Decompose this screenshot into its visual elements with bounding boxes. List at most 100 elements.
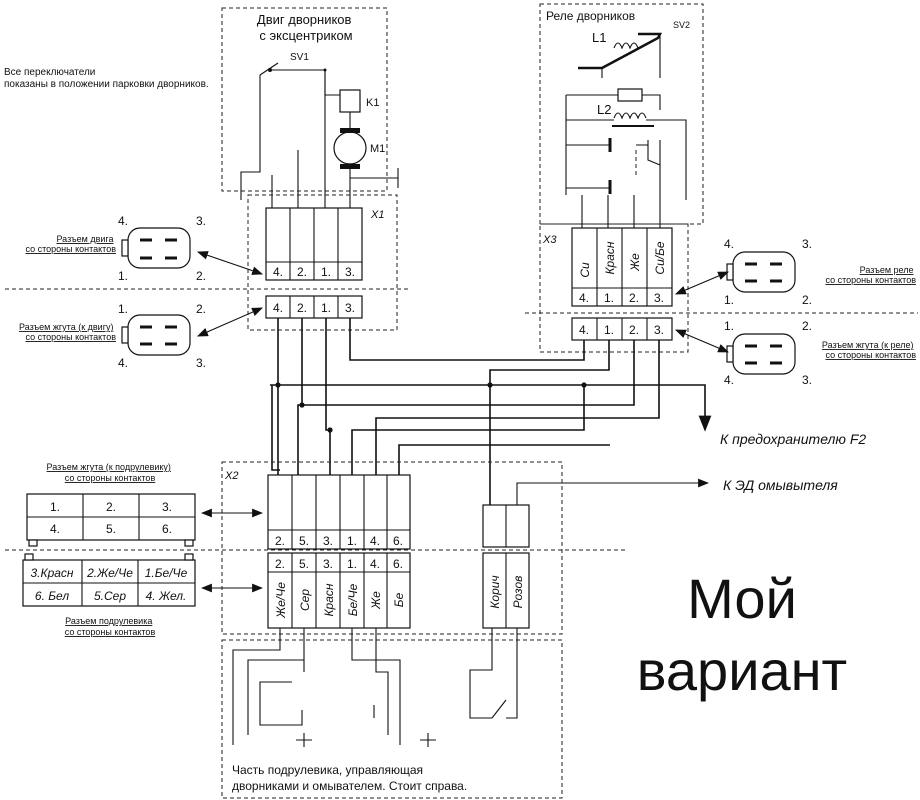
x3-wire-color: Красн <box>603 241 617 274</box>
svg-text:2.: 2. <box>196 269 206 283</box>
x2-bottom-pin: 6. <box>393 557 403 571</box>
connector-harness-column-caption: Разъем жгута (к подрулевику) со стороны … <box>47 462 174 483</box>
x2-top-pin: 1. <box>347 534 357 548</box>
x3-top-pin: 1. <box>604 291 614 305</box>
washer-wire-color: Корич <box>488 575 502 608</box>
connector-relay: 4. 3. 1. 2. Разъем реле со стороны конта… <box>724 237 916 307</box>
sv1-label: SV1 <box>290 52 309 63</box>
connector-column-switch: 3.Красн 2.Же/Че 1.Бе/Че 6. Бел 5.Сер 4. … <box>22 553 196 607</box>
connector-harness-relay-caption: Разъем жгута (к реле) со стороны контакт… <box>822 340 916 360</box>
x2-bottom-pin: 3. <box>323 557 333 571</box>
svg-text:5.: 5. <box>106 522 116 536</box>
x1-label: X1 <box>370 209 384 221</box>
x2-border <box>221 461 563 635</box>
svg-text:2.: 2. <box>196 302 206 316</box>
x3-bottom-pin: 3. <box>654 323 664 337</box>
svg-text:3.: 3. <box>196 214 206 228</box>
to-washer-label: К ЭД омывытеля <box>723 477 838 493</box>
x1-top-pin: 1. <box>321 265 331 279</box>
m1-label: M1 <box>370 143 385 155</box>
svg-text:3.: 3. <box>802 373 812 387</box>
x3-top-pin: 3. <box>654 291 664 305</box>
motor-block-border <box>221 7 388 192</box>
svg-text:1.: 1. <box>724 293 734 307</box>
x1-bottom-pin: 3. <box>345 301 355 315</box>
svg-text:6. Бел: 6. Бел <box>35 589 69 603</box>
svg-text:4.: 4. <box>118 356 128 370</box>
x2-wire-color: Же <box>369 591 383 610</box>
svg-text:4.: 4. <box>50 522 60 536</box>
svg-text:2.Же/Че: 2.Же/Че <box>86 566 133 580</box>
x3-bottom-connector: 4. 1. 2. 3. <box>571 317 673 341</box>
relay-block-title: Реле дворников <box>546 9 635 23</box>
x1-top-pin: 4. <box>273 265 283 279</box>
svg-text:1.: 1. <box>118 269 128 283</box>
x3-bottom-pin: 1. <box>604 323 614 337</box>
x1-top-pin: 3. <box>345 265 355 279</box>
x1-top-connector: 4. 2. 1. 3. <box>265 207 363 281</box>
x3-wire-color: Си <box>578 262 592 278</box>
svg-text:1.Бе/Че: 1.Бе/Че <box>145 566 188 580</box>
x3-top-pin: 4. <box>579 291 589 305</box>
l2-label: L2 <box>597 102 611 117</box>
x2-top-pin: 2. <box>275 534 285 548</box>
svg-text:4.: 4. <box>724 373 734 387</box>
x2-label: X2 <box>224 470 238 482</box>
svg-text:5.Сер: 5.Сер <box>94 589 126 603</box>
x2-bottom-pin: 5. <box>299 557 309 571</box>
svg-text:2.: 2. <box>802 293 812 307</box>
k1-label: K1 <box>366 97 379 109</box>
x2-wire-color: Красн <box>322 583 336 616</box>
x2-wire-color: Сер <box>298 589 312 611</box>
svg-text:3.Красн: 3.Красн <box>30 566 73 580</box>
m1-motor <box>333 131 367 165</box>
k1-coil <box>339 89 361 113</box>
x2-bottom-pin: 1. <box>347 557 357 571</box>
connector-motor-caption: Разъем двига со стороны контактов <box>26 234 117 254</box>
x2-top-connector: 2. 5. 3. 1. 4. 6. <box>267 474 411 550</box>
x2-wire-color: Бе <box>392 592 406 607</box>
svg-text:4.: 4. <box>118 214 128 228</box>
switch-part-border <box>221 639 563 799</box>
x2-top-pin: 5. <box>299 534 309 548</box>
x3-bottom-pin: 2. <box>629 323 639 337</box>
washer-connector: Корич Розов <box>482 504 530 629</box>
svg-text:4.: 4. <box>724 237 734 251</box>
connector-motor: 4. 3. 1. 2. Разъем двига со стороны конт… <box>26 214 207 283</box>
x1-bottom-pin: 1. <box>321 301 331 315</box>
x2-wire-color: Бе/Че <box>346 583 360 616</box>
x3-top-pin: 2. <box>629 291 639 305</box>
switch-caption: Часть подрулевика, управляющая дворникам… <box>232 763 467 793</box>
svg-text:3.: 3. <box>162 500 172 514</box>
to-fuse-label: К предохранителю F2 <box>720 431 866 447</box>
x3-wire-color: Же <box>628 253 642 272</box>
x1-bottom-connector: 4. 2. 1. 3. <box>265 295 363 319</box>
x1-top-pin: 2. <box>297 265 307 279</box>
x2-bottom-connector: 2. 5. 3. 1. 4. 6. Же/Че Сер Красн Бе/Че … <box>267 552 411 629</box>
x1-bottom-pin: 2. <box>297 301 307 315</box>
svg-text:1.: 1. <box>724 319 734 333</box>
x3-top-connector: Си Красн Же Си/Бе 4. 1. 2. 3. <box>571 227 673 307</box>
my-variant-line2: вариант <box>637 639 847 702</box>
x3-wire-color: Си/Бе <box>653 241 667 274</box>
x3-bottom-pin: 4. <box>579 323 589 337</box>
svg-text:1.: 1. <box>118 302 128 316</box>
washer-wire-color: Розов <box>511 576 525 609</box>
motor-block-title: Двиг дворников с эксцентриком <box>257 12 355 43</box>
svg-text:2.: 2. <box>106 500 116 514</box>
svg-text:4. Жел.: 4. Жел. <box>146 589 187 603</box>
sv2-label: SV2 <box>673 20 690 30</box>
x2-top-pin: 4. <box>370 534 380 548</box>
connector-relay-caption: Разъем реле со стороны контактов <box>826 265 917 285</box>
x2-wire-color: Же/Че <box>274 582 288 619</box>
my-variant-line1: Мой <box>687 567 797 630</box>
x2-top-pin: 3. <box>323 534 333 548</box>
connector-harness-column: 1. 2. 3. 4. 5. 6. <box>26 493 196 547</box>
parking-note: Все переключатели показаны в положении п… <box>4 67 209 90</box>
svg-text:3.: 3. <box>802 237 812 251</box>
connector-column-switch-caption: Разъем подрулевика со стороны контактов <box>65 616 156 637</box>
connector-harness-motor-caption: Разъем жгута (к двигу) со стороны контак… <box>19 322 116 342</box>
x2-bottom-pin: 4. <box>370 557 380 571</box>
svg-text:6.: 6. <box>162 522 172 536</box>
